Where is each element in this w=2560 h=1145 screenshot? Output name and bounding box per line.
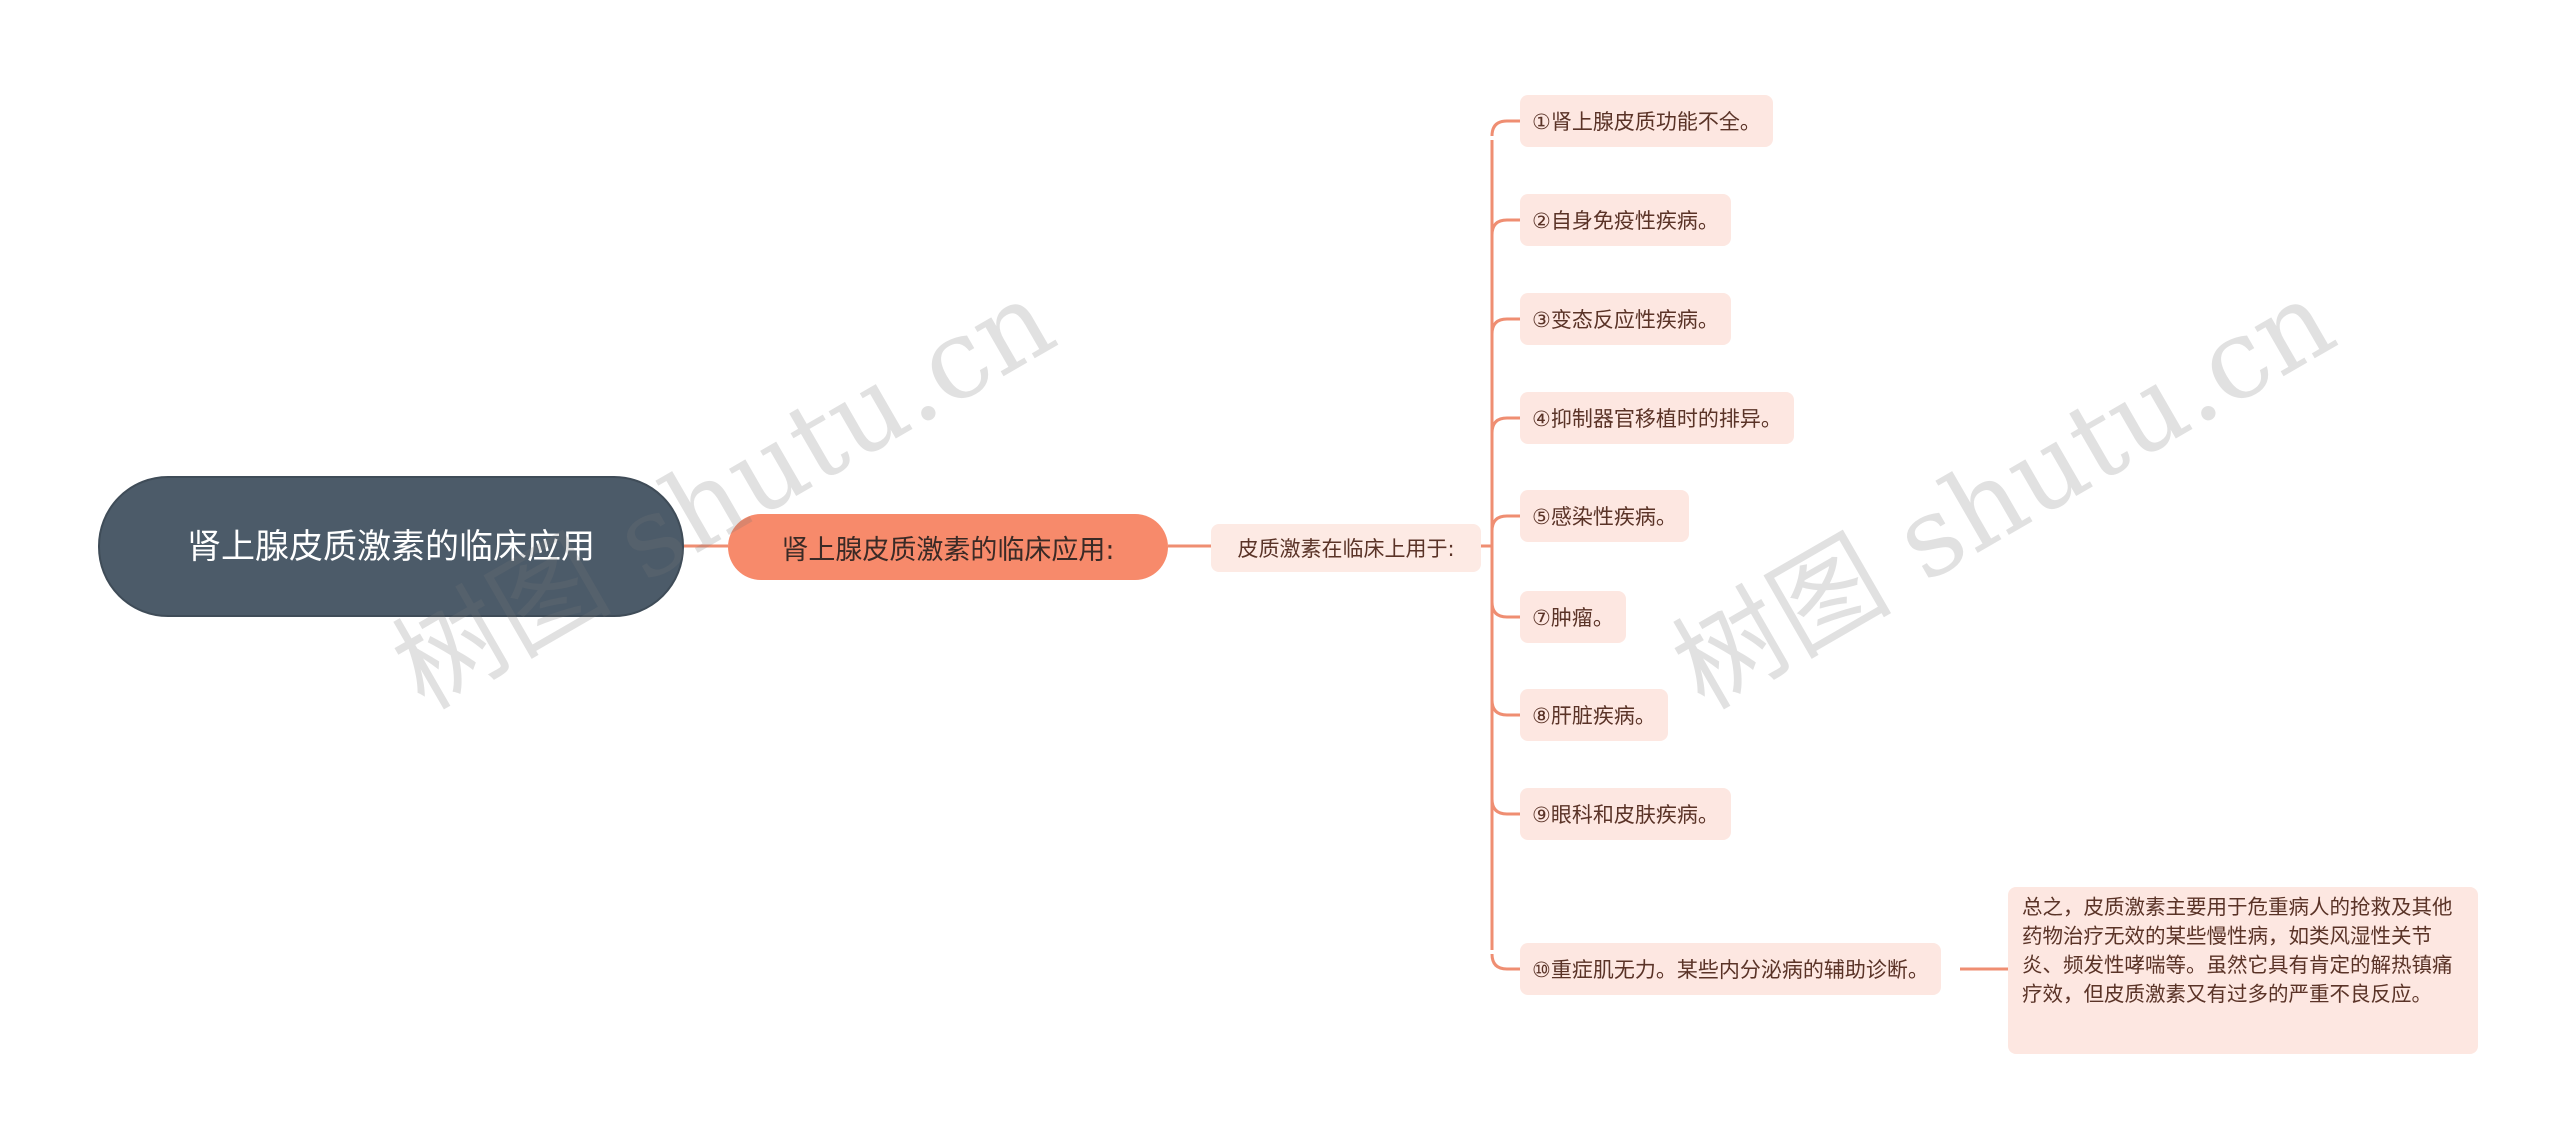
leaf-topic-3[interactable]: ③变态反应性疾病。 bbox=[1520, 293, 1731, 345]
root-topic[interactable]: 肾上腺皮质激素的临床应用 bbox=[98, 476, 684, 617]
connector-leaf-9 bbox=[1490, 798, 1520, 816]
leaf-label: ②自身免疫性疾病。 bbox=[1532, 209, 1719, 233]
leaf-topic-5[interactable]: ⑤感染性疾病。 bbox=[1520, 490, 1689, 542]
connector-leaf-7 bbox=[1490, 601, 1520, 619]
leaf-label: ⑦肿瘤。 bbox=[1532, 606, 1614, 630]
sub-branch-topic[interactable]: 皮质激素在临床上用于: bbox=[1211, 524, 1481, 572]
connector-leaf-8 bbox=[1490, 699, 1520, 717]
connector-leaf-4 bbox=[1490, 416, 1520, 434]
leaf-label: ④抑制器官移植时的排异。 bbox=[1532, 407, 1782, 431]
leaf-label: ⑨眼科和皮肤疾病。 bbox=[1532, 803, 1719, 827]
connector-leaf-2 bbox=[1490, 218, 1520, 236]
summary-note-text: 总之，皮质激素主要用于危重病人的抢救及其他药物治疗无效的某些慢性病，如类风湿性关… bbox=[2022, 895, 2453, 1006]
connector-leaf-1 bbox=[1490, 119, 1520, 137]
leaf-topic-1[interactable]: ①肾上腺皮质功能不全。 bbox=[1520, 95, 1773, 147]
leaf-label: ⑤感染性疾病。 bbox=[1532, 505, 1677, 529]
leaf-label: ③变态反应性疾病。 bbox=[1532, 308, 1719, 332]
sub-branch-label: 皮质激素在临床上用于: bbox=[1237, 537, 1455, 561]
root-topic-label: 肾上腺皮质激素的临床应用 bbox=[187, 526, 595, 567]
leaf-label: ⑧肝脏疾病。 bbox=[1532, 704, 1656, 728]
connector-leaf-3 bbox=[1490, 317, 1520, 335]
leaf-topic-10[interactable]: ⑩重症肌无力。某些内分泌病的辅助诊断。 bbox=[1520, 943, 1941, 995]
leaf-topic-4[interactable]: ④抑制器官移植时的排异。 bbox=[1520, 392, 1794, 444]
leaf-label: ①肾上腺皮质功能不全。 bbox=[1532, 110, 1761, 134]
main-branch-topic[interactable]: 肾上腺皮质激素的临床应用: bbox=[728, 514, 1168, 580]
leaf-topic-9[interactable]: ⑨眼科和皮肤疾病。 bbox=[1520, 788, 1731, 840]
leaf-label: ⑩重症肌无力。某些内分泌病的辅助诊断。 bbox=[1532, 958, 1929, 982]
main-branch-label: 肾上腺皮质激素的临床应用: bbox=[781, 534, 1115, 566]
leaf-topic-8[interactable]: ⑧肝脏疾病。 bbox=[1520, 689, 1668, 741]
connector-leaf-10 bbox=[1490, 953, 1520, 971]
connector-leaf-5 bbox=[1490, 514, 1520, 532]
leaf-topic-7[interactable]: ⑦肿瘤。 bbox=[1520, 591, 1626, 643]
watermark-right: 树图 shutu.cn bbox=[1653, 254, 2355, 734]
leaf-topic-2[interactable]: ②自身免疫性疾病。 bbox=[1520, 194, 1731, 246]
summary-note-topic[interactable]: 总之，皮质激素主要用于危重病人的抢救及其他药物治疗无效的某些慢性病，如类风湿性关… bbox=[2008, 887, 2478, 1054]
